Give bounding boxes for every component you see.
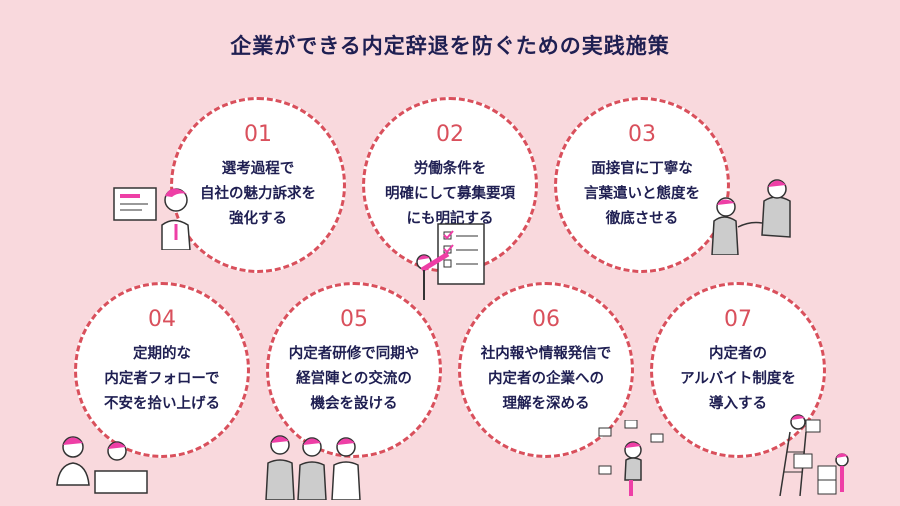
item-text: 労働条件を 明確にして募集要項 にも明記する [384, 161, 516, 227]
page-title: 企業ができる内定辞退を防ぐための実践施策 [230, 34, 670, 58]
item-text: 内定者の アルバイト制度を 導入する [680, 346, 796, 412]
boxes-illustration [779, 414, 849, 496]
handshake-illustration [711, 179, 791, 255]
item-04: 04 定期的な 内定者フォローで 不安を拾い上げる [74, 282, 250, 458]
talking-illustration [56, 436, 148, 494]
item-number: 06 [522, 307, 574, 332]
item-text: 選考過程で 自社の魅力訴求を 強化する [200, 161, 316, 227]
item-number: 02 [426, 122, 478, 147]
letters-illustration [598, 420, 664, 496]
item-number: 05 [330, 307, 382, 332]
item-number: 07 [714, 307, 766, 332]
group-illustration [265, 435, 361, 500]
item-number: 03 [618, 122, 670, 147]
item-number: 01 [234, 122, 286, 147]
item-text: 面接官に丁寧な 言葉遣いと態度を 徹底させる [584, 161, 700, 227]
item-text: 内定者研修で同期や 経営陣との交流の 機会を設ける [288, 346, 420, 412]
item-01: 01 選考過程で 自社の魅力訴求を 強化する [170, 97, 346, 273]
presenter-illustration [113, 187, 191, 250]
item-05: 05 内定者研修で同期や 経営陣との交流の 機会を設ける [266, 282, 442, 458]
item-number: 04 [138, 307, 190, 332]
checklist-illustration [416, 223, 485, 300]
item-text: 定期的な 内定者フォローで 不安を拾い上げる [104, 346, 220, 412]
item-text: 社内報や情報発信で 内定者の企業への 理解を深める [480, 346, 612, 412]
item-03: 03 面接官に丁寧な 言葉遣いと態度を 徹底させる [554, 97, 730, 273]
